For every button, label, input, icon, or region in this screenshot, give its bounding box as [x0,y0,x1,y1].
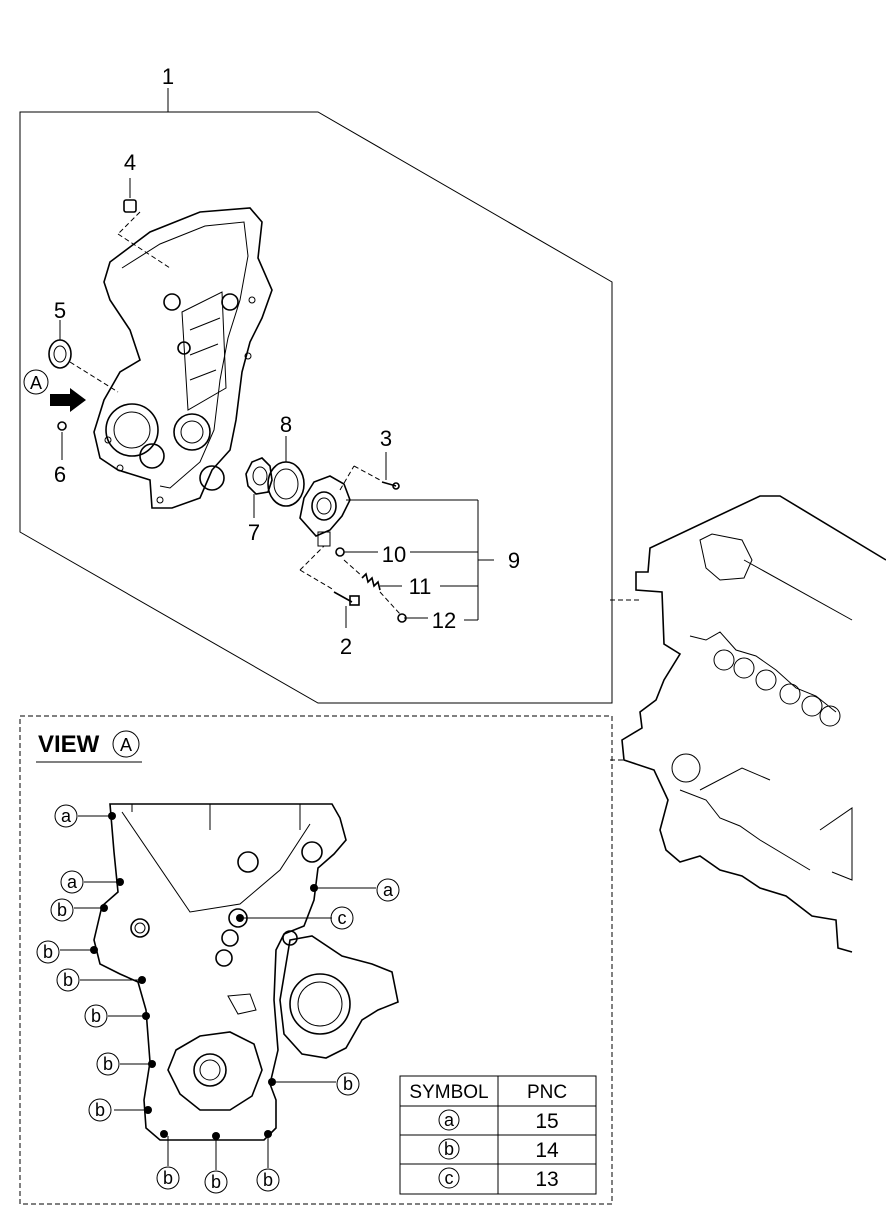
engine-silhouette [610,495,886,953]
table-row-pnc: 14 [535,1139,559,1162]
view-marker-a: A [23,369,49,395]
svg-text:a: a [383,880,394,900]
table-header-symbol: SYMBOL [409,1082,488,1103]
svg-text:b: b [211,1172,221,1192]
callout-1: 1 [162,64,174,89]
letter-c-1: c [330,906,354,930]
callout-10: 10 [382,542,406,567]
view-title: VIEW [38,731,100,758]
oil-seal-part-5 [48,339,119,393]
letter-b-3: b [56,968,80,992]
letter-a-3: a [376,878,400,902]
callout-3: 3 [380,426,392,451]
svg-text:a: a [67,872,78,892]
callout-2: 2 [340,634,352,659]
view-title-marker: A [120,735,132,755]
view-a-bolt-points [90,812,318,1140]
bolt-part-2 [299,545,360,606]
relief-spring-part-11 [343,559,381,591]
callout-9: 9 [508,548,520,573]
table-row-symbol: c [445,1168,454,1188]
svg-text:b: b [263,1170,273,1190]
letter-b-6: b [88,1098,112,1122]
exploded-view-frame [19,88,613,704]
callout-8: 8 [280,412,292,437]
timing-chain-cover [93,207,273,509]
svg-text:b: b [163,1168,173,1188]
letter-b-4: b [84,1004,108,1028]
svg-text:b: b [103,1054,113,1074]
svg-text:b: b [343,1074,353,1094]
svg-text:b: b [43,942,53,962]
callout-11: 11 [409,574,432,599]
view-a-letters: a a a b b b b b b b b b b c [36,804,400,1194]
table-row-pnc: 13 [535,1168,558,1191]
inner-rotor-part-7 [245,457,273,495]
plug-part-4 [117,199,171,269]
table-row-symbol: b [444,1139,454,1159]
relief-plug-part-12 [379,591,407,623]
outer-rotor-part-8 [267,461,305,507]
svg-text:b: b [57,900,67,920]
view-marker-a-label: A [30,373,42,393]
callout-4: 4 [124,150,136,175]
svg-text:b: b [95,1100,105,1120]
letter-b-8: b [204,1170,228,1194]
letter-b-9: b [256,1168,280,1192]
view-a-frame [19,715,613,1205]
table-row-symbol: a [444,1110,455,1130]
oil-pump-cover-part-9 [299,475,351,547]
view-a-leaders [60,815,376,1170]
callout-7: 7 [248,520,260,545]
letter-b-1: b [50,898,74,922]
letter-b-7: b [156,1166,180,1190]
svg-text:b: b [91,1006,101,1026]
svg-text:b: b [63,970,73,990]
svg-text:c: c [338,908,347,928]
group-leader-lines [59,178,494,628]
callout-12: 12 [432,608,456,633]
letter-b-2: b [36,940,60,964]
svg-text:a: a [61,806,72,826]
view-arrow [50,388,86,412]
table-header-pnc: PNC [527,1082,567,1103]
callout-5: 5 [54,298,66,323]
letter-a-1: a [54,804,78,828]
screw-part-3 [339,465,400,491]
letter-b-10: b [336,1072,360,1096]
callout-6: 6 [54,462,66,487]
view-a-cover [93,803,399,1141]
symbol-pnc-table: SYMBOL PNC a 15 b 14 c 13 [399,1075,597,1195]
table-row-pnc: 15 [535,1110,558,1133]
dowel-pin-part-6 [57,421,67,460]
letter-a-2: a [60,870,84,894]
view-a-title: VIEW A [36,730,142,763]
letter-b-5: b [96,1052,120,1076]
relief-ball-part-10 [335,547,345,557]
